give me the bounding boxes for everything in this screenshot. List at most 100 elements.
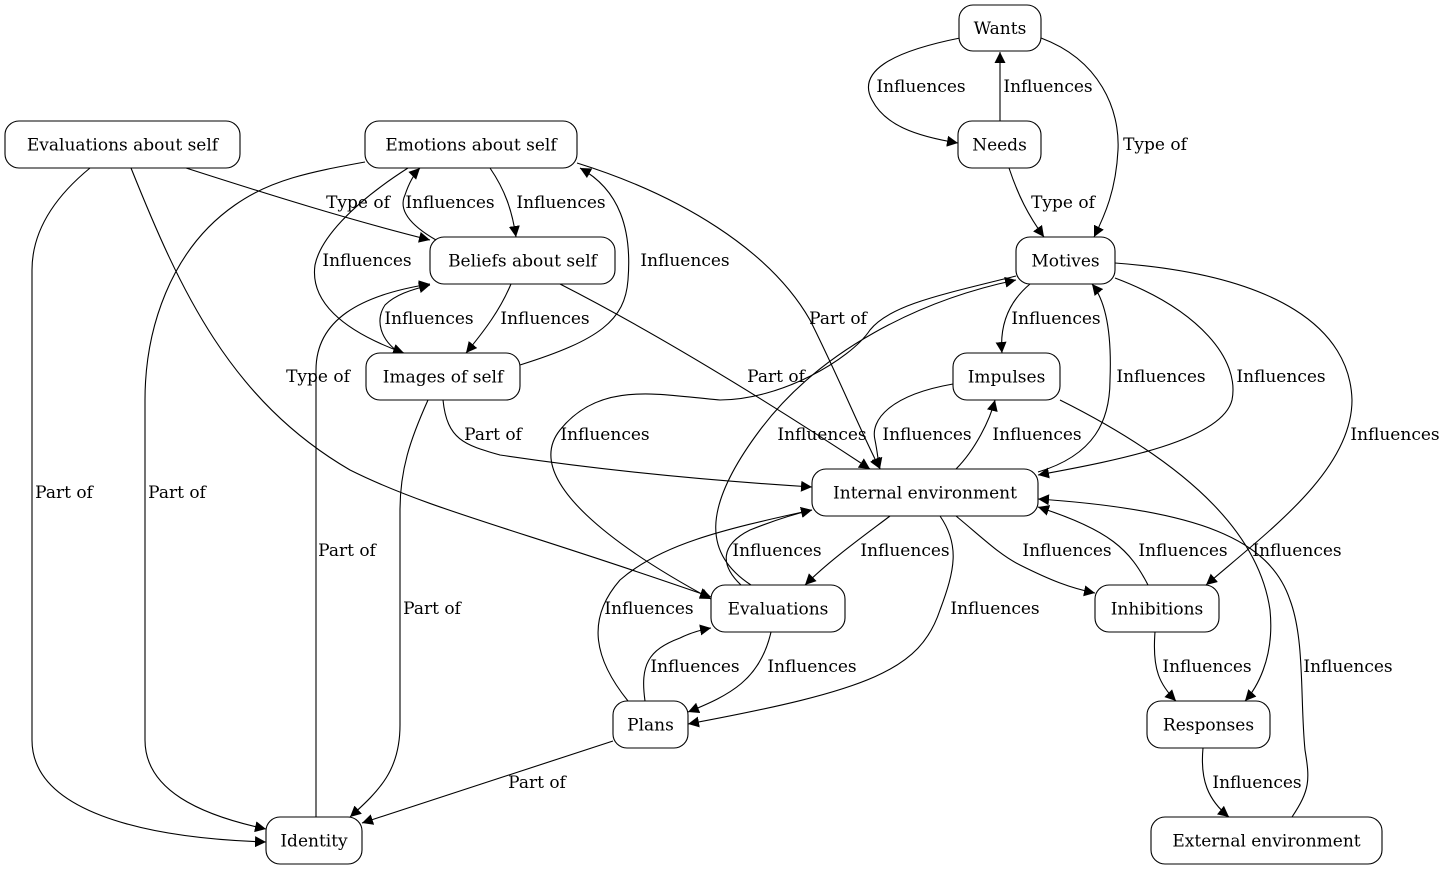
node-label: Evaluations [728, 600, 829, 620]
edge-line [715, 276, 1017, 586]
edge-beliefs-about-self-to-emotions-about-self [402, 167, 437, 241]
edge-label: Influences [405, 193, 494, 213]
edge-label: Influences [1138, 541, 1227, 561]
node-inhibitions: Inhibitions [1094, 584, 1220, 633]
node-box [1146, 700, 1271, 749]
edge-label: Influences [322, 251, 411, 271]
node-wants: Wants [958, 4, 1042, 52]
edge-label: Influences [1022, 541, 1111, 561]
edge-line [955, 399, 998, 470]
edge-line [402, 167, 437, 241]
edge-wants-to-motives [1040, 37, 1119, 238]
node-label: Identity [280, 832, 348, 852]
edge-images-of-self-to-emotions-about-self [519, 167, 630, 366]
edge-line [313, 167, 409, 355]
edge-evaluations-about-self-to-beliefs-about-self [185, 167, 431, 243]
edge-label: Influences [1252, 541, 1341, 561]
edge-label: Influences [1350, 425, 1439, 445]
node-label: Emotions about self [385, 136, 558, 156]
edge-evaluations-to-plans [687, 631, 772, 713]
node-label: Needs [972, 136, 1027, 156]
edge-needs-to-motives [1008, 167, 1045, 238]
edge-line [559, 283, 871, 470]
edge-line [1037, 277, 1234, 479]
node-responses: Responses [1146, 700, 1271, 749]
edge-line [955, 515, 1096, 597]
edge-motives-to-internal-environment [1037, 277, 1234, 479]
edge-label: Influences [950, 599, 1039, 619]
edge-internal-environment-to-motives [1037, 283, 1111, 473]
edge-line [995, 283, 1031, 354]
node-emotions-about-self: Emotions about self [364, 120, 578, 169]
edge-images-of-self-to-identity [349, 399, 429, 818]
edge-wants-to-needs [867, 37, 961, 147]
edge-label: Part of [508, 773, 567, 793]
node-label: Inhibitions [1111, 600, 1204, 620]
node-box [811, 468, 1039, 517]
node-needs: Needs [957, 120, 1042, 169]
edge-line [519, 167, 630, 366]
edge-line [1201, 747, 1230, 818]
edge-line [315, 280, 431, 817]
edge-label: Influences [992, 425, 1081, 445]
node-label: Motives [1031, 252, 1099, 272]
edge-label: Type of [1031, 193, 1097, 213]
edge-label: Influences [1303, 657, 1392, 677]
node-label: Responses [1163, 716, 1254, 736]
edge-label: Part of [403, 599, 462, 619]
edge-label: Influences [767, 657, 856, 677]
edge-line [1037, 505, 1149, 586]
edge-line [1153, 631, 1177, 702]
edge-internal-environment-to-plans [687, 515, 954, 728]
edge-beliefs-about-self-to-internal-environment [559, 283, 871, 470]
node-label: External environment [1172, 832, 1360, 852]
edge-label: Influences [1003, 77, 1092, 97]
edge-internal-environment-to-evaluations [804, 515, 891, 586]
edge-label: Influences [1236, 367, 1325, 387]
edge-line [1114, 262, 1353, 586]
node-box [4, 120, 241, 169]
edge-line [1037, 283, 1111, 473]
edge-emotions-about-self-to-beliefs-about-self [489, 167, 520, 238]
edge-line [597, 506, 813, 702]
edge-label: Type of [286, 367, 352, 387]
node-box [1015, 236, 1116, 285]
edge-internal-environment-to-impulses [955, 399, 998, 470]
edge-label: Influences [777, 425, 866, 445]
edge-line [643, 624, 712, 702]
edge-line [1037, 494, 1309, 818]
edge-label: Influences [650, 657, 739, 677]
edge-line [361, 740, 614, 825]
node-box [958, 4, 1042, 52]
edge-label: Influences [500, 309, 589, 329]
edge-label: Influences [640, 251, 729, 271]
edge-motives-to-inhibitions [1114, 262, 1353, 586]
edge-label: Influences [1011, 309, 1100, 329]
edge-line [687, 515, 954, 728]
edge-motives-to-impulses [995, 283, 1031, 354]
node-motives: Motives [1015, 236, 1116, 285]
node-box [265, 816, 363, 865]
edge-label: Influences [384, 309, 473, 329]
node-box [710, 584, 846, 633]
node-external-environment: External environment [1150, 816, 1383, 865]
edge-label: Part of [747, 367, 806, 387]
edge-line [1040, 37, 1119, 238]
edge-evaluations-about-self-to-identity [31, 167, 267, 848]
node-evaluations: Evaluations [710, 584, 846, 633]
edge-label: Influences [560, 425, 649, 445]
edge-line [1059, 399, 1272, 702]
node-impulses: Impulses [952, 352, 1061, 401]
edge-inhibitions-to-responses [1153, 631, 1177, 702]
node-label: Impulses [968, 368, 1046, 388]
edge-beliefs-about-self-to-images-of-self [465, 283, 512, 354]
edge-evaluations-to-internal-environment [725, 507, 813, 586]
edge-label: Type of [1123, 135, 1189, 155]
edge-label: Influences [604, 599, 693, 619]
edge-evaluations-about-self-to-evaluations [130, 167, 712, 599]
edge-impulses-to-responses [1059, 399, 1272, 702]
edge-line [867, 37, 961, 147]
